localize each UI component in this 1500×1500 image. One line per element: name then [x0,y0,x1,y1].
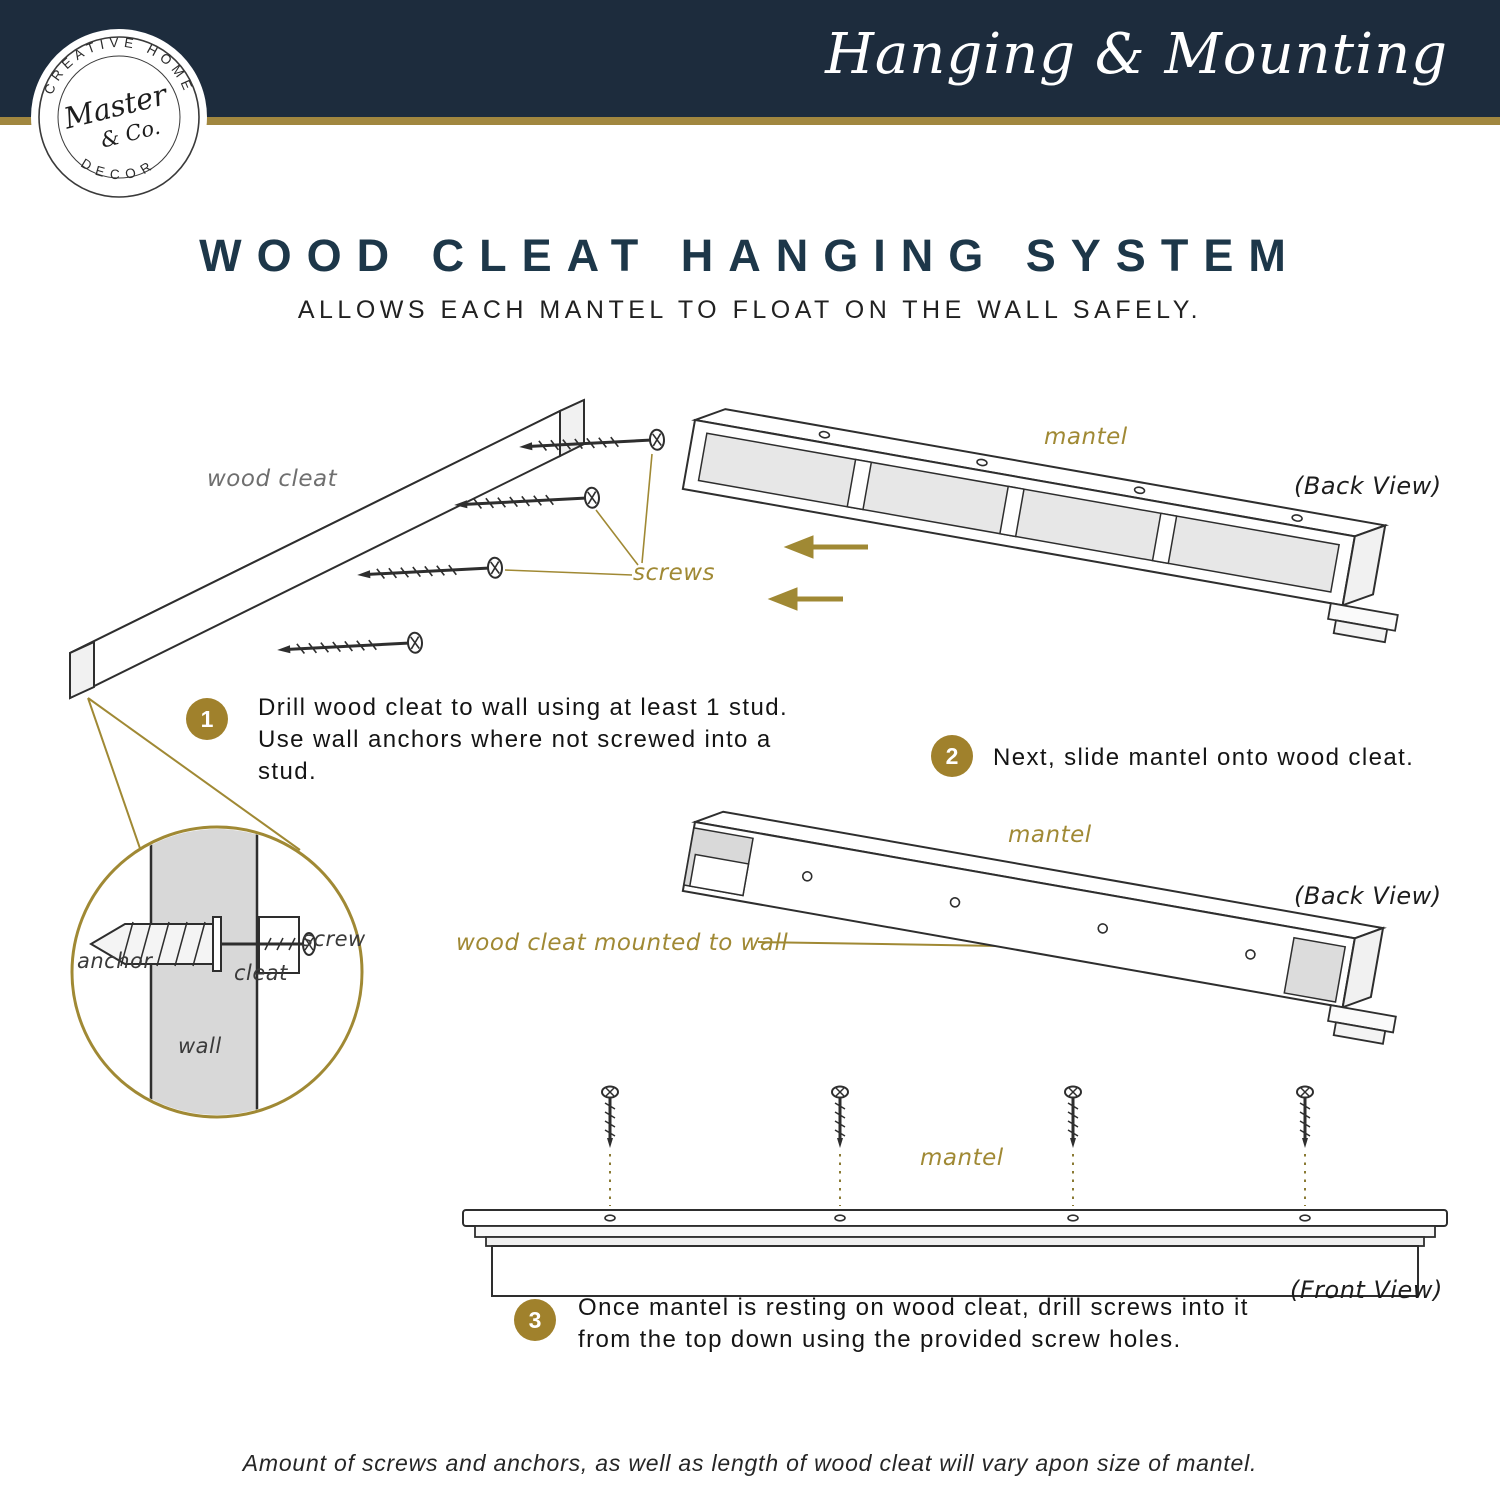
wood-cleat-illustration [69,398,667,700]
label-cleat-mounted: wood cleat mounted to wall [456,930,789,956]
step-2-text: Next, slide mantel onto wood cleat. [993,744,1415,771]
mantel-front-view-illustration [462,1085,1448,1297]
cleat-far-end [559,398,585,458]
screw-icon [830,1085,850,1150]
label-wood-cleat: wood cleat [207,466,338,492]
cleat-inside-mantel [688,853,750,897]
step-1-text: Drill wood cleat to wall using at least … [258,694,789,785]
wall-anchor-drawing [89,916,222,972]
step-2-badge: 2 [931,735,973,777]
screw-icon [600,1085,620,1150]
zoom-callout-lines [87,697,301,861]
end-molding [1327,1004,1397,1034]
label-mantel-mid: mantel [1008,822,1092,848]
page-subtitle: ALLOWS EACH MANTEL TO FLOAT ON THE WALL … [297,296,1203,324]
step-3-badge: 3 [514,1299,556,1341]
screw-hole [1133,486,1146,495]
screw-hole [949,897,961,908]
slide-arrow-icon [783,535,868,559]
screw-hole [801,871,813,882]
screw-hole [604,1214,616,1222]
screw-icon [1063,1085,1083,1150]
screw-hole [1245,949,1256,960]
screws-callout-lines [504,453,653,576]
mantel-back-view-drawing [681,408,1399,644]
brand-logo: CREATIVE HOME DECOR Master & Co. [31,29,207,205]
logo-inner-ring [57,55,181,179]
wall-section [151,829,257,1115]
screw-drawing [221,932,316,956]
logo-outer-ring [38,36,200,198]
gold-divider [0,117,1500,125]
header-bar [0,0,1500,117]
label-anchor: anchor [77,949,153,973]
label-back-view-mid: (Back View) [1294,882,1442,910]
label-wall: wall [178,1034,222,1058]
screw-hole [1067,1214,1079,1222]
label-mantel-top: mantel [1044,424,1128,450]
label-front-view: (Front View) [1290,1276,1443,1304]
mantel-molding [474,1225,1436,1238]
slide-arrow-icon [767,587,843,611]
screw-hole [818,430,831,439]
step-3-text: Once mantel is resting on wood cleat, dr… [578,1294,1249,1353]
end-molding [1327,602,1399,632]
cleat-near-end [69,640,95,700]
screw-hole [976,458,988,467]
mantel-back-view-2-illustration [681,810,1397,1045]
step-1-badge: 1 [186,698,228,740]
label-back-view-top: (Back View) [1294,472,1442,500]
mantel-front-face [491,1245,1419,1297]
screw-hole [834,1214,846,1222]
page-header-title: Hanging & Mounting [825,22,1448,87]
zoom-detail-illustration [70,825,364,1119]
screw-hole [1097,923,1109,934]
screw-hole [1291,514,1303,522]
screw-icon [1295,1085,1315,1150]
label-cleat: cleat [234,961,288,985]
footer-note: Amount of screws and anchors, as well as… [242,1450,1258,1476]
page-title: WOOD CLEAT HANGING SYSTEM [199,230,1301,281]
mantel-on-cleat-drawing [681,810,1397,1045]
dashed-guide-lines [609,1154,1306,1206]
right-opening [1283,936,1347,1003]
mantel-back-view-1-illustration [681,408,1399,644]
cleat-pointer-line [757,941,1001,947]
screw-hole [1299,1214,1311,1222]
screw-icon [355,555,505,587]
label-mantel-bottom: mantel [920,1145,1004,1171]
label-screw: screw [302,927,366,951]
label-screws: screws [633,560,716,586]
